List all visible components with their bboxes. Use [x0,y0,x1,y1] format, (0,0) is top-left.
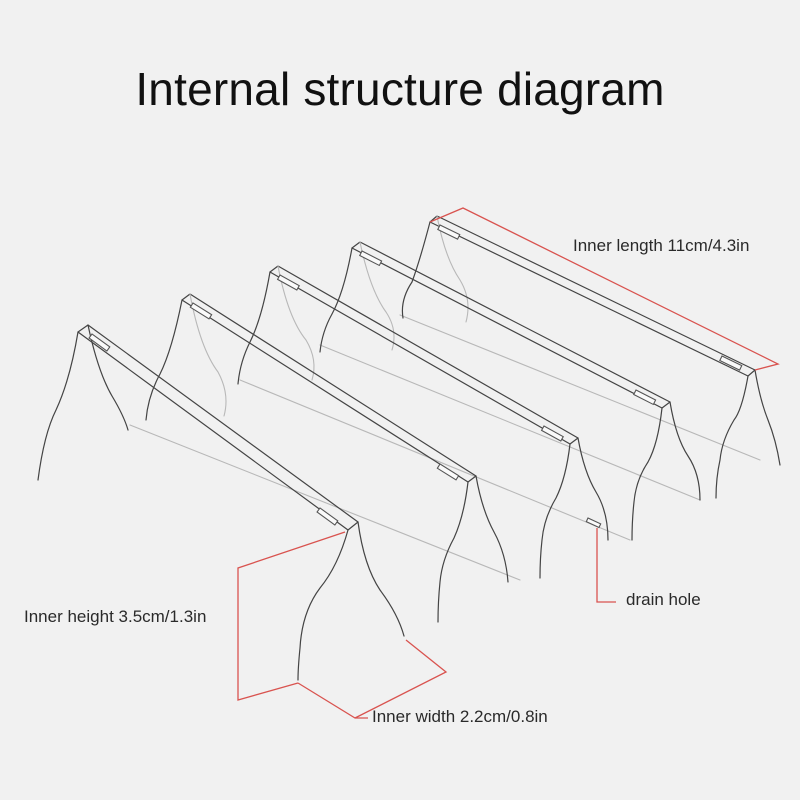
dimension-inner-length [429,207,780,371]
inner-height-label: Inner height 3.5cm/1.3in [24,607,207,626]
dimension-drain-hole [596,528,616,603]
dimension-inner-width [297,639,448,719]
divider-panel-3 [237,265,609,579]
drain-hole [585,517,602,529]
divider-panel-2 [145,293,509,623]
divider-panel-4 [319,241,701,541]
base-plate-lines [129,314,761,581]
dimension-inner-height [237,531,346,701]
divider-panel-5 [401,215,781,499]
diagram-title: Internal structure diagram [135,63,665,115]
inner-length-label: Inner length 11cm/4.3in [573,236,750,255]
drain-hole-label: drain hole [626,590,701,609]
inner-width-label: Inner width 2.2cm/0.8in [372,707,548,726]
divider-panel-1 [37,324,405,681]
